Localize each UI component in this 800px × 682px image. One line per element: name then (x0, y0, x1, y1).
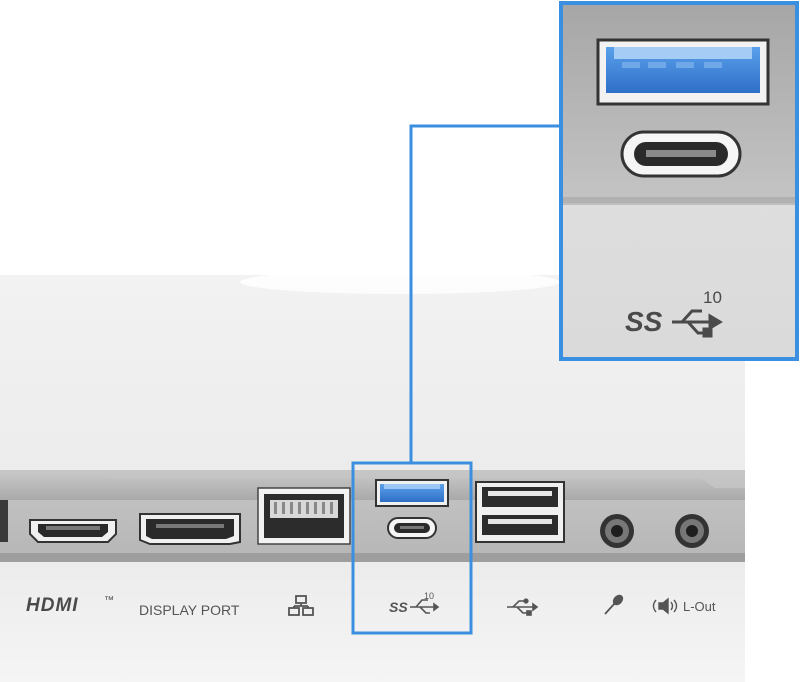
hdmi-label: HDMI (26, 595, 79, 616)
line-out-label: L-Out (683, 599, 716, 614)
zoom-border (559, 1, 799, 361)
displayport-port (139, 513, 241, 545)
zoom-usb3-port (596, 38, 770, 106)
zoom-usb-superspeed-icon (672, 309, 723, 338)
microphone-icon (604, 594, 624, 615)
display-port-label: DISPLAY PORT (139, 602, 240, 618)
usb-superspeed-icon (410, 599, 440, 614)
zoom-ss-speed-label: 10 (703, 288, 722, 307)
zoom-usb-c-port (620, 130, 742, 178)
ss-label: SS (389, 599, 408, 615)
usb-c-port (387, 517, 437, 539)
hdmi-trademark: ™ (104, 595, 114, 606)
zoom-inset (559, 1, 799, 361)
ethernet-port (257, 487, 351, 545)
monitor-bottom-panel (0, 470, 745, 682)
speaker-icon (652, 597, 678, 615)
zoom-ss-label: SS (625, 306, 663, 337)
network-icon (288, 595, 314, 616)
line-out-jack (675, 514, 709, 548)
callout-line (409, 124, 561, 463)
edge-port (0, 500, 8, 542)
usb3-port (375, 479, 449, 507)
usb-a-ports (475, 481, 565, 543)
hdmi-port (29, 519, 117, 543)
usb-icon (507, 598, 539, 616)
ss-speed-label: 10 (424, 591, 435, 601)
mic-jack (600, 514, 634, 548)
